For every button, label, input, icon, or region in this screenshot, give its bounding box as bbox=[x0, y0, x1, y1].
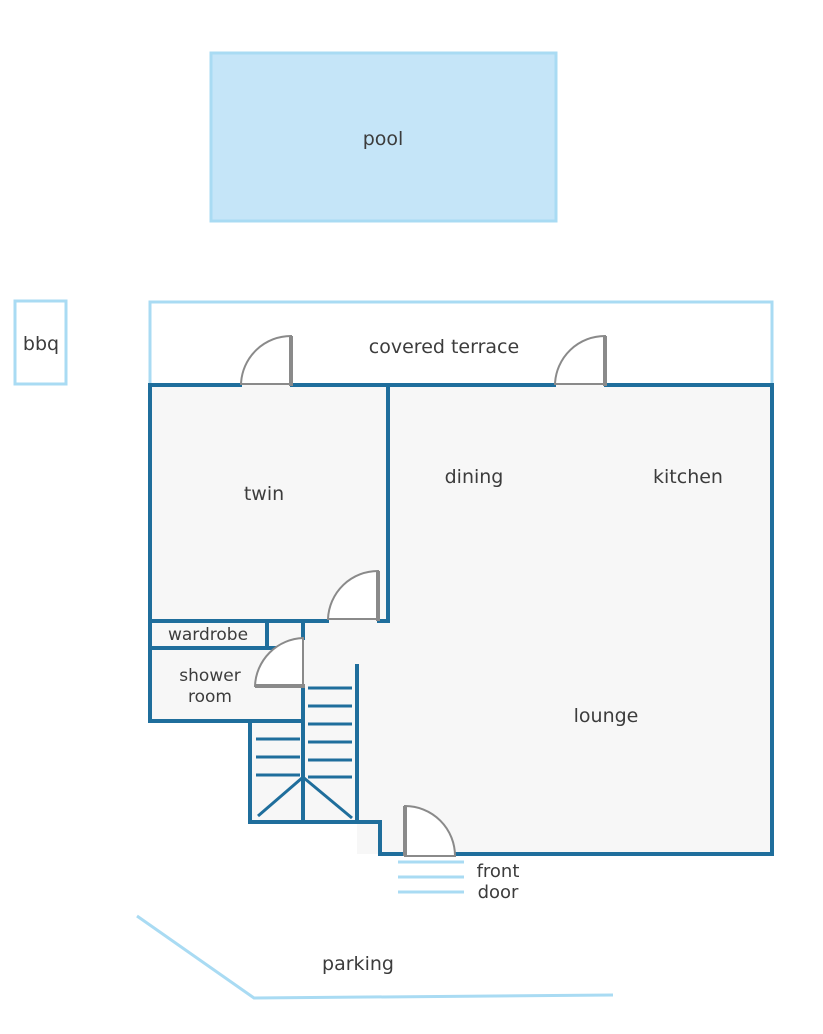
dining-label: dining bbox=[445, 466, 504, 488]
main-floor bbox=[388, 385, 772, 854]
parking: parking bbox=[136, 914, 614, 1000]
parking-outline bbox=[136, 914, 614, 1000]
front-recess-floor bbox=[357, 822, 389, 854]
twin-terrace-door-swing bbox=[239, 334, 292, 385]
lounge-label: lounge bbox=[574, 705, 639, 727]
bbq-area bbox=[13, 299, 68, 386]
shower-room-label-line1: shower bbox=[179, 666, 240, 686]
twin-label: twin bbox=[244, 483, 284, 505]
pool-label: pool bbox=[363, 128, 404, 150]
doors bbox=[239, 334, 607, 857]
room-labels: twin dining kitchen wardrobe shower room… bbox=[168, 466, 723, 903]
front-door-swing bbox=[404, 804, 457, 857]
bbq: bbq bbox=[13, 299, 68, 386]
pool: pool bbox=[209, 51, 558, 223]
front-door-label-line1: front bbox=[477, 861, 520, 882]
pool-area bbox=[209, 51, 558, 223]
stair-winder bbox=[303, 776, 353, 820]
stair-winder bbox=[257, 776, 303, 818]
parking-label: parking bbox=[322, 953, 394, 975]
staircase bbox=[256, 686, 353, 820]
covered-terrace-label: covered terrace bbox=[369, 336, 519, 358]
front-steps bbox=[398, 860, 464, 894]
covered-terrace-outline bbox=[148, 300, 774, 384]
covered-terrace: covered terrace bbox=[148, 300, 774, 384]
bbq-label: bbq bbox=[23, 333, 59, 355]
shower-door-swing bbox=[253, 636, 304, 687]
shower-room-label-line2: room bbox=[188, 687, 232, 707]
dining-terrace-door-swing bbox=[553, 334, 606, 385]
front-door-label-line2: door bbox=[478, 882, 519, 903]
kitchen-label: kitchen bbox=[653, 466, 723, 488]
wardrobe-label: wardrobe bbox=[168, 625, 248, 645]
